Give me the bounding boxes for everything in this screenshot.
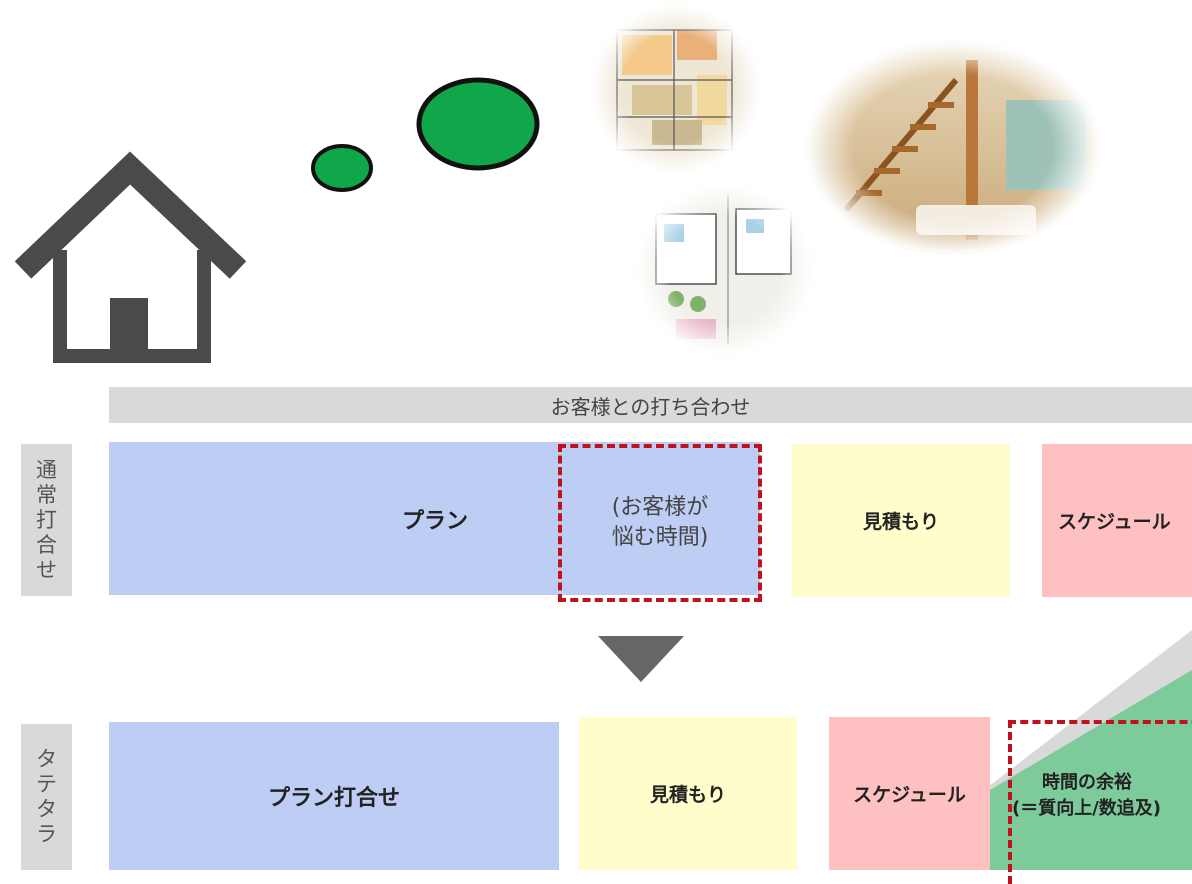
meeting-header-bar: お客様との打ち合わせ [109,387,1192,423]
spare-time-box [1008,720,1192,884]
row-label-char: タ [36,797,57,821]
worry-line-1: (お客様が [611,495,709,520]
row-label-char: 通 [36,457,57,482]
house-icon [14,151,247,363]
row-label-normal: 通 常 打 合 せ [21,444,72,596]
down-triangle-icon [598,636,684,682]
plan-meeting-block-tatetara: プラン打合せ [109,722,559,870]
customer-worry-time-box: (お客様が 悩む時間) [558,444,762,602]
row-label-char: 常 [36,482,57,507]
thought-bubble-small [311,144,373,192]
schedule-block-tatetara: スケジュール [829,717,990,870]
row-label-char: タ [36,747,57,771]
row-label-char: テ [36,772,57,796]
worry-line-2: 悩む時間) [611,525,709,550]
plan-label-normal: プラン [401,508,468,534]
row-label-char: 打 [36,507,57,532]
floor-plan-image-top [592,5,760,173]
interior-photo [806,40,1100,254]
estimate-block-tatetara: 見積もり [579,717,797,870]
thought-bubble-large [416,77,540,171]
spare-time-text: 時間の余裕 (＝質向上/数追及) [1012,770,1192,830]
schedule-block-normal: スケジュール [1042,444,1192,597]
spare-line-1: 時間の余裕 [1042,772,1132,793]
row-label-char: 合 [36,532,57,557]
floor-plan-image-bottom [636,184,814,356]
spare-line-2: (＝質向上/数追及) [1012,798,1162,819]
row-label-tatetara: タ テ タ ラ [21,724,72,870]
plan-block-normal [109,442,760,595]
estimate-block-normal: 見積もり [792,444,1010,597]
row-label-char: せ [36,557,57,582]
row-label-char: ラ [36,822,57,846]
